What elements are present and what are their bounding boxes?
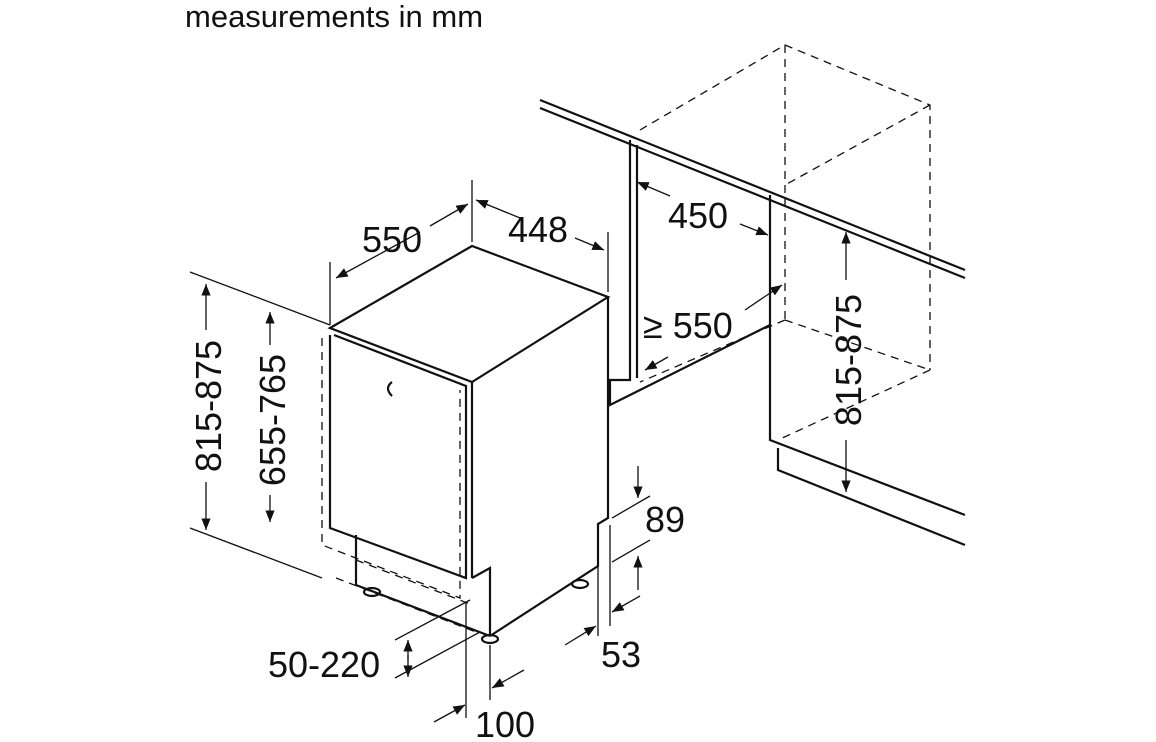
height-left-label: 815-875 bbox=[188, 340, 229, 472]
foot-icon bbox=[570, 578, 590, 590]
plinth-height-label: 50-220 bbox=[268, 644, 380, 685]
foot-icon bbox=[362, 586, 382, 598]
niche-height-label: 815-875 bbox=[828, 294, 869, 426]
dishwasher-dashed-outline bbox=[321, 338, 477, 633]
foot-icon bbox=[480, 633, 500, 645]
kitchen-niche bbox=[539, 44, 966, 547]
niche-width-label: 450 bbox=[668, 195, 728, 236]
door-height-label: 655-765 bbox=[252, 354, 293, 486]
width-label: 448 bbox=[508, 209, 568, 250]
niche-depth-label: ≥ 550 bbox=[643, 305, 733, 346]
plinth-top-label: 89 bbox=[645, 499, 685, 540]
door-handle bbox=[386, 381, 393, 397]
plinth-depth-label: 53 bbox=[601, 634, 641, 675]
depth-label: 550 bbox=[362, 219, 422, 260]
dimension-lines bbox=[189, 180, 851, 723]
dishwasher-body bbox=[327, 244, 611, 645]
plinth-setback-label: 100 bbox=[475, 704, 535, 742]
title-label: measurements in mm bbox=[185, 0, 483, 34]
